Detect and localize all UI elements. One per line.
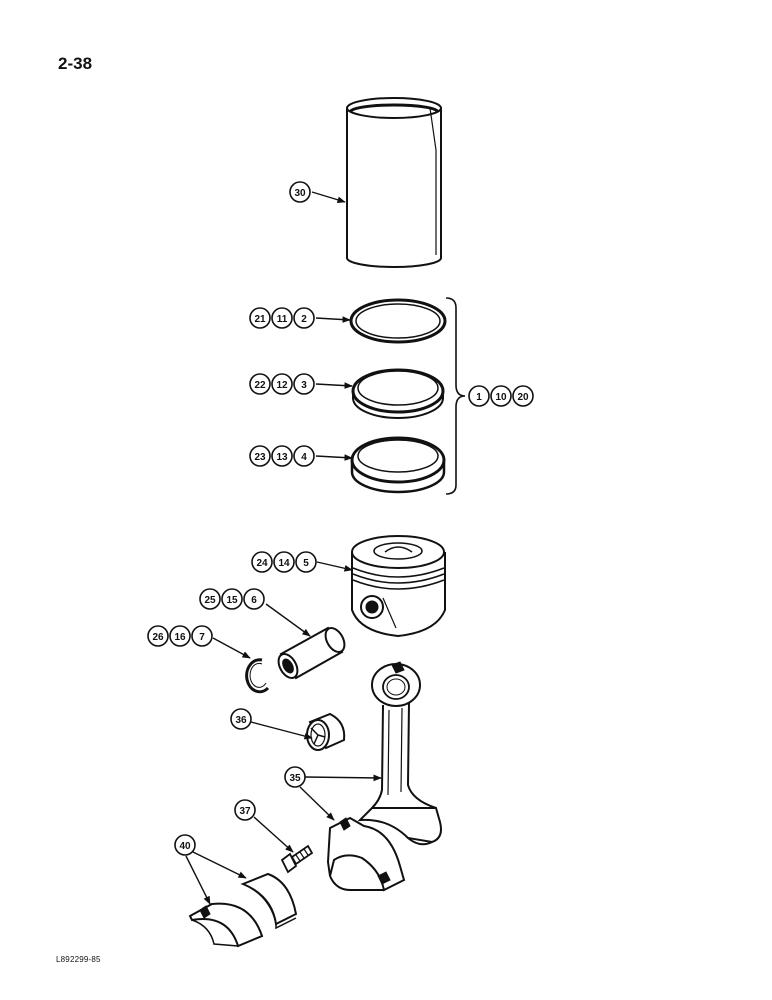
callout-14-label: 14 (278, 558, 290, 569)
callout-6-label: 6 (251, 595, 257, 606)
callout-13: 13 (271, 445, 293, 467)
callout-20-label: 20 (517, 392, 529, 403)
callout-10: 10 (490, 385, 512, 407)
callout-12: 12 (271, 373, 293, 395)
callout-2: 2 (293, 307, 315, 329)
callout-36: 36 (230, 708, 252, 730)
callout-26-label: 26 (152, 632, 164, 643)
bushing-icon (306, 712, 346, 751)
callout-30-label: 30 (294, 188, 306, 199)
callout-21-label: 21 (254, 314, 266, 325)
callout-30: 30 (289, 181, 311, 203)
callout-11: 11 (271, 307, 293, 329)
ring-set-brace (445, 297, 466, 495)
piston-pin-icon (277, 626, 346, 680)
bolt-icon (280, 844, 314, 874)
callout-23: 23 (249, 445, 271, 467)
callout-6: 6 (243, 588, 265, 610)
callout-25-label: 25 (204, 595, 216, 606)
callout-1: 1 (468, 385, 490, 407)
callout-37: 37 (234, 799, 256, 821)
cylinder-sleeve-icon (346, 97, 442, 268)
callout-2-label: 2 (301, 314, 307, 325)
callout-16: 16 (169, 625, 191, 647)
callout-13-label: 13 (276, 452, 288, 463)
snap-ring-icon (245, 658, 270, 694)
piston-ring-icon (351, 368, 445, 419)
callout-10-label: 10 (495, 392, 507, 403)
callout-36-label: 36 (235, 715, 247, 726)
callout-24-label: 24 (256, 558, 268, 569)
rod-cap-icon (326, 816, 406, 892)
leader-lines (185, 191, 382, 905)
callout-40: 40 (174, 834, 196, 856)
piston-ring-icon (349, 298, 447, 344)
callout-37-label: 37 (239, 806, 251, 817)
callout-5-label: 5 (303, 558, 309, 569)
callout-25: 25 (199, 588, 221, 610)
callout-21: 21 (249, 307, 271, 329)
callout-35: 35 (284, 766, 306, 788)
callout-4-label: 4 (301, 452, 307, 463)
callout-24: 24 (251, 551, 273, 573)
callout-23-label: 23 (254, 452, 266, 463)
callout-3: 3 (293, 373, 315, 395)
piston-ring-icon (350, 436, 446, 494)
callout-22-label: 22 (254, 380, 266, 391)
page-number: 2-38 (58, 54, 93, 73)
piston-icon (351, 535, 446, 638)
callout-3-label: 3 (301, 380, 307, 391)
callout-16-label: 16 (174, 632, 186, 643)
callout-26: 26 (147, 625, 169, 647)
bearing-shell-icon (188, 902, 264, 948)
callout-15: 15 (221, 588, 243, 610)
callout-12-label: 12 (276, 380, 288, 391)
callout-7-label: 7 (199, 632, 205, 643)
callout-20: 20 (512, 385, 534, 407)
callout-40-label: 40 (179, 841, 191, 852)
figure-id: L892299-85 (56, 955, 101, 964)
callout-7: 7 (191, 625, 213, 647)
callout-5: 5 (295, 551, 317, 573)
callout-22: 22 (249, 373, 271, 395)
callout-1-label: 1 (476, 392, 482, 403)
connecting-rod-icon (357, 661, 442, 846)
callout-11-label: 11 (277, 314, 288, 325)
callout-4: 4 (293, 445, 315, 467)
callout-15-label: 15 (226, 595, 238, 606)
callout-14: 14 (273, 551, 295, 573)
bearing-shell-icon (240, 872, 298, 930)
callout-35-label: 35 (289, 773, 301, 784)
